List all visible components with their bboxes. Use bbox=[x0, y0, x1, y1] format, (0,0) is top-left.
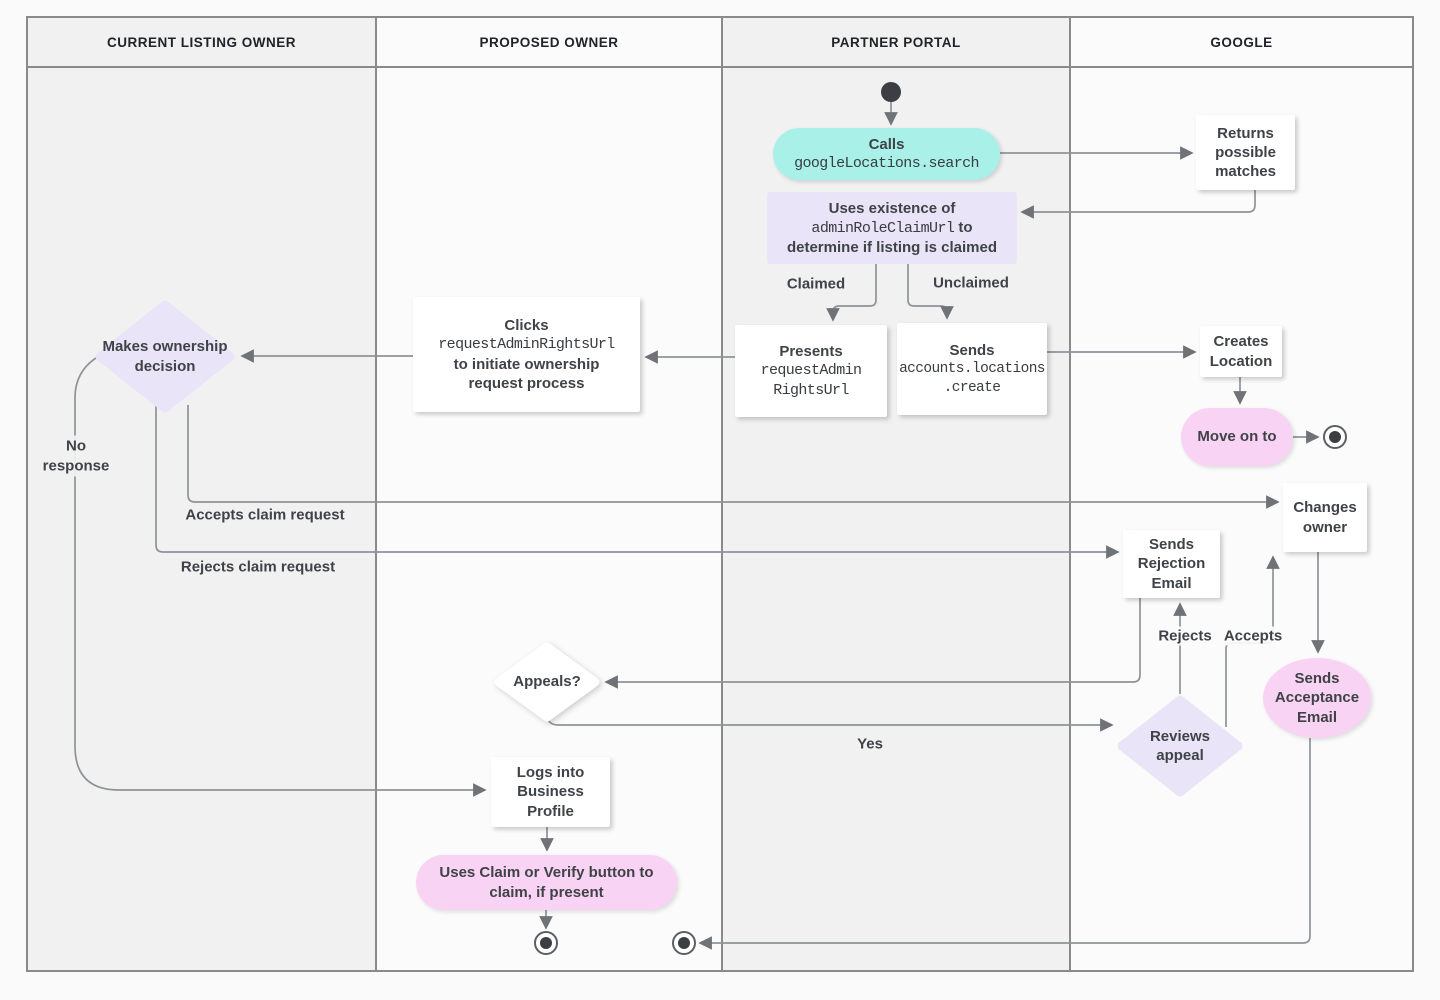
presents-title: Presents bbox=[779, 343, 843, 361]
lane-header-partner-portal: PARTNER PORTAL bbox=[723, 18, 1069, 68]
end-node-dot bbox=[678, 937, 690, 949]
edge-label-claimed: Claimed bbox=[781, 274, 851, 294]
edge-label-no-response: No response bbox=[29, 435, 123, 477]
creates-location-node: Creates Location bbox=[1200, 326, 1282, 377]
edge-label-unclaimed: Unclaimed bbox=[928, 273, 1014, 293]
edge-label-yes: Yes bbox=[852, 734, 888, 754]
sends-create-code-line2: .create bbox=[943, 379, 1001, 396]
makes-ownership-decision-diamond: Makes ownership decision bbox=[95, 300, 235, 413]
claim-or-verify-label: Uses Claim or Verify button to claim, if… bbox=[439, 864, 654, 901]
calls-google-locations-search-node: Calls googleLocations.search bbox=[773, 128, 1000, 180]
uses-existence-line2-suffix: to bbox=[954, 218, 973, 236]
sends-rejection-email-label: Sends Rejection Email bbox=[1137, 536, 1206, 592]
appeals-diamond: Appeals? bbox=[494, 642, 600, 722]
lane-header-google: GOOGLE bbox=[1071, 18, 1412, 68]
appeals-label: Appeals? bbox=[513, 673, 581, 691]
creates-location-label: Creates Location bbox=[1209, 333, 1273, 370]
move-on-to-node: Move on to bbox=[1181, 408, 1293, 466]
presents-code-line2: RightsUrl bbox=[773, 381, 849, 399]
changes-owner-node: Changes owner bbox=[1283, 483, 1367, 552]
logs-into-business-profile-node: Logs into Business Profile bbox=[491, 757, 610, 827]
lane-proposed-owner: PROPOSED OWNER bbox=[375, 18, 721, 970]
uses-existence-code: adminRoleClaimUrl bbox=[811, 219, 955, 237]
end-node-dot bbox=[540, 937, 552, 949]
returns-possible-matches-label: Returns possible matches bbox=[1215, 124, 1276, 181]
clicks-code: requestAdminRightsUrl bbox=[438, 336, 615, 354]
diamond-shape bbox=[494, 642, 600, 722]
clicks-line4: request process bbox=[468, 374, 585, 392]
sends-rejection-email-node: Sends Rejection Email bbox=[1123, 530, 1220, 598]
sends-acceptance-email-node: Sends Acceptance Email bbox=[1263, 658, 1371, 738]
presents-request-admin-node: Presents requestAdmin RightsUrl bbox=[735, 325, 887, 417]
edge-label-accepts-claim-request: Accepts claim request bbox=[180, 505, 350, 525]
presents-code-line1: requestAdmin bbox=[760, 362, 862, 380]
end-node-move-on bbox=[1323, 425, 1347, 449]
lane-current-listing-owner: CURRENT LISTING OWNER bbox=[28, 18, 375, 970]
reviews-appeal-label: Reviews appeal bbox=[1149, 727, 1211, 765]
uses-existence-node: Uses existence of adminRoleClaimUrl to d… bbox=[767, 192, 1017, 264]
uses-existence-line2: adminRoleClaimUrl to bbox=[811, 218, 972, 238]
move-on-to-label: Move on to bbox=[1197, 428, 1277, 446]
end-node-claim bbox=[534, 931, 558, 955]
end-node-acceptance bbox=[672, 931, 696, 955]
sends-acceptance-email-label: Sends Acceptance Email bbox=[1274, 670, 1360, 726]
returns-possible-matches-node: Returns possible matches bbox=[1196, 115, 1295, 190]
lane-header-current-listing-owner: CURRENT LISTING OWNER bbox=[28, 18, 375, 68]
end-node-dot bbox=[1329, 431, 1341, 443]
clicks-request-admin-rights-node: Clicks requestAdminRightsUrl to initiate… bbox=[413, 297, 640, 412]
clicks-line3: to initiate ownership bbox=[453, 355, 600, 373]
edge-label-rejects-claim-request: Rejects claim request bbox=[175, 557, 341, 577]
start-node bbox=[881, 82, 901, 102]
sends-create-code-line1: accounts.locations bbox=[899, 361, 1045, 378]
calls-title: Calls bbox=[868, 135, 905, 153]
reviews-appeal-diamond: Reviews appeal bbox=[1117, 695, 1243, 797]
uses-existence-line1: Uses existence of bbox=[828, 199, 956, 217]
uses-existence-line3: determine if listing is claimed bbox=[786, 239, 998, 257]
changes-owner-label: Changes owner bbox=[1293, 499, 1357, 536]
sends-accounts-locations-create-node: Sends accounts.locations .create bbox=[897, 323, 1047, 415]
sends-create-title: Sends bbox=[949, 341, 995, 359]
logs-into-business-profile-label: Logs into Business Profile bbox=[516, 764, 585, 820]
claim-or-verify-node: Uses Claim or Verify button to claim, if… bbox=[416, 855, 677, 910]
lane-header-proposed-owner: PROPOSED OWNER bbox=[377, 18, 721, 68]
clicks-title: Clicks bbox=[504, 317, 549, 335]
edge-label-accepts: Accepts bbox=[1218, 626, 1288, 646]
edge-label-rejects: Rejects bbox=[1153, 626, 1217, 646]
makes-ownership-decision-label: Makes ownership decision bbox=[102, 338, 228, 375]
calls-code: googleLocations.search bbox=[794, 155, 979, 172]
